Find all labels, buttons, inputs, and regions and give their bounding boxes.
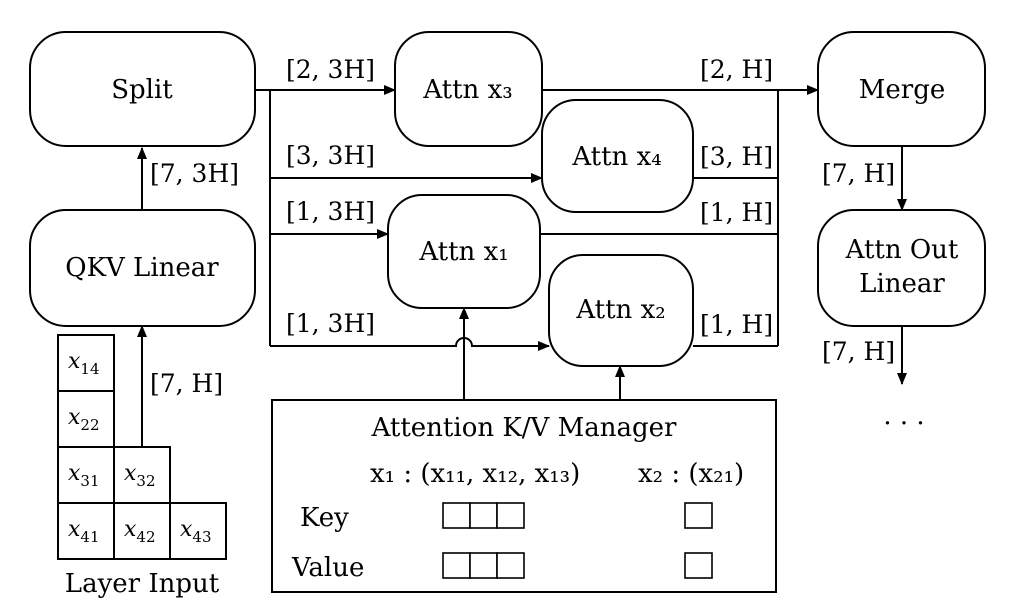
kv-seq-x1: x₁ : (x₁₁, x₁₂, x₁₃) [370,459,580,489]
node-attn-out-linear: Attn Out Linear [817,209,986,327]
input-cell-label: x14 [68,349,100,378]
node-attn-x3: Attn x₃ [394,31,543,147]
input-cell-label: x32 [124,461,156,490]
input-cell-label: x43 [180,517,212,546]
node-qkv-label: QKV Linear [65,253,219,283]
input-cell [113,446,171,504]
edge-label-x2-merge: [1, H] [700,310,773,339]
kv-value-block [442,552,471,579]
input-cell [57,390,115,448]
edge-label-split-x4: [3, 3H] [286,141,375,170]
node-attn-x1: Attn x₁ [387,194,541,309]
edge-label-qkv-split: [7, 3H] [150,159,239,188]
layer-input-grid: x14 x22 x31 x32 x41 x42 x43 [57,334,227,560]
edge-label-out-next: [7, H] [822,337,895,366]
edge-label-split-x1: [1, 3H] [286,197,375,226]
kv-value-block [469,552,498,579]
node-split-label: Split [111,75,173,105]
node-attn-out-label-2: Linear [859,269,945,299]
edge-label-x3-merge: [2, H] [700,55,773,84]
kv-value-block [496,552,525,579]
arrow-split-to-x2 [270,337,550,351]
node-attn-x3-label: Attn x₃ [422,75,512,105]
node-attn-x2: Attn x₂ [548,254,694,367]
edge-label-merge-out: [7, H] [822,159,895,188]
edge-label-split-x2: [1, 3H] [286,309,375,338]
node-merge: Merge [817,31,986,147]
input-cell [57,334,115,392]
kv-key-block [469,502,498,529]
edge-label-split-x3: [2, 3H] [286,55,375,84]
input-cell-label: x41 [68,517,100,546]
kv-key-block [684,502,713,529]
input-cell [57,502,115,560]
input-cell [113,502,171,560]
layer-input-caption: Layer Input [65,569,220,599]
node-attn-x1-label: Attn x₁ [418,237,508,267]
kv-seq-x2: x₂ : (x₂₁) [638,459,744,489]
edge-label-x1-merge: [1, H] [700,198,773,227]
node-attn-out-label-1: Attn Out [845,235,959,265]
node-attn-x4-label: Attn x₄ [571,142,661,172]
input-cell [169,502,227,560]
kv-value-label: Value [291,553,364,583]
kv-value-block [684,552,713,579]
node-qkv-linear: QKV Linear [29,209,256,327]
kv-key-label: Key [300,503,349,533]
ellipsis: · · · [883,409,924,439]
kv-manager-title: Attention K/V Manager [371,413,677,443]
input-cell-label: x31 [68,461,100,490]
input-cell-label: x42 [124,517,156,546]
input-cell [57,446,115,504]
node-split: Split [29,31,256,147]
edge-label-input-qkv: [7, H] [150,369,223,398]
edge-label-x4-merge: [3, H] [700,142,773,171]
node-merge-label: Merge [859,75,945,105]
kv-manager: Attention K/V Manager x₁ : (x₁₁, x₁₂, x₁… [271,399,777,593]
input-cell-label: x22 [68,405,100,434]
kv-key-block [496,502,525,529]
node-attn-x4: Attn x₄ [541,99,694,213]
node-attn-x2-label: Attn x₂ [575,295,665,325]
kv-key-block [442,502,471,529]
